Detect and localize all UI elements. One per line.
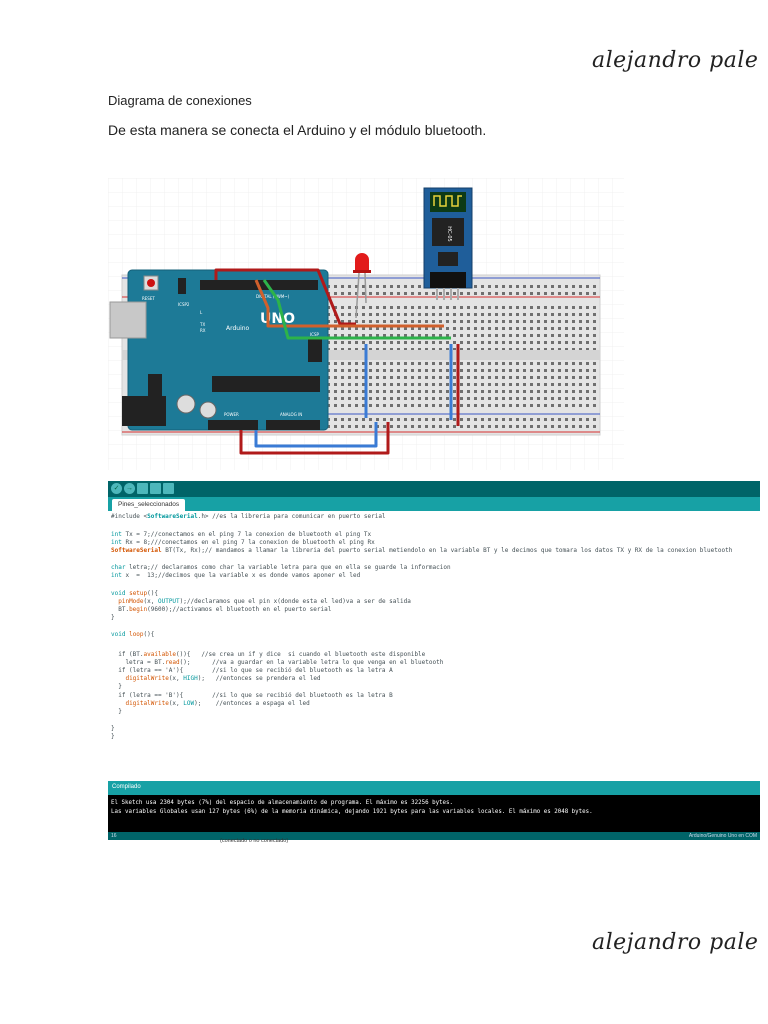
module-label: HC-05: [446, 226, 452, 241]
below-strip: (conectado o no conectado): [108, 838, 760, 848]
led: [353, 253, 371, 319]
section-description: De esta manera se conecta el Arduino y e…: [108, 122, 487, 138]
analog-header: [266, 420, 320, 430]
connection-note: (conectado o no conectado): [220, 838, 289, 844]
code-line: BT.begin(9600);//activamos el bluetooth …: [111, 606, 332, 613]
code-line: #include <SoftwareSerial.h> //es la libr…: [111, 513, 386, 520]
code-line: int Rx = 8;///conectamos en el ping 7 la…: [111, 539, 375, 546]
code-line: pinMode(x, OUTPUT);//declaramos que el p…: [118, 598, 411, 605]
code-line: void loop(){: [111, 631, 155, 638]
ide-tabbar: Pines_seleccionados: [108, 497, 760, 511]
board-brand: Arduino: [226, 325, 250, 332]
code-line: int Tx = 7;//conectamos en el ping 7 la …: [111, 531, 372, 538]
power-label: POWER: [224, 412, 239, 417]
icsp-label: ICSP: [310, 332, 320, 337]
tx-label: TX: [199, 322, 205, 327]
upload-icon[interactable]: →: [124, 483, 135, 494]
tab-pines-seleccionados[interactable]: Pines_seleccionados: [112, 499, 186, 511]
line-number: 16: [111, 833, 117, 839]
l-label: L: [200, 310, 203, 315]
icsp2-label: ICSP2: [178, 302, 190, 307]
status-text: Compilado: [112, 784, 141, 790]
code-line: char letra;// declaramos como char la va…: [111, 564, 451, 571]
signature-bottom: alejandro pale: [592, 930, 759, 955]
code-line: int x = 13;//decimos que la variable x e…: [111, 572, 361, 579]
bluetooth-module: HC-05: [423, 187, 473, 300]
digital-label: DIGITAL (PWM~): [256, 294, 290, 299]
verify-icon[interactable]: ✓: [111, 483, 122, 494]
console-line: El Sketch usa 2304 bytes (7%) del espaci…: [111, 800, 454, 806]
icsp-header: [308, 338, 322, 362]
arduino-ide-screenshot: ✓ → Pines_seleccionados #include <Softwa…: [108, 481, 760, 846]
power-header: [208, 420, 258, 430]
code-line: SoftwareSerial BT(Tx, Rx);// mandamos a …: [111, 547, 733, 554]
code-line: }: [111, 614, 115, 621]
code-line: digitalWrite(x, LOW); //entonces a espag…: [125, 700, 310, 707]
code-line: void setup(){: [111, 590, 158, 597]
console-output: El Sketch usa 2304 bytes (7%) del espaci…: [108, 795, 760, 837]
usb-port: [109, 301, 147, 339]
code-line: letra = BT.read(); //va a guardar en la …: [111, 659, 444, 666]
code-line: if (letra == 'B'){ //si lo que se recibi…: [111, 692, 393, 699]
section-title: Diagrama de conexiones: [108, 93, 252, 108]
save-icon[interactable]: [163, 483, 174, 494]
code-line: }: [111, 708, 122, 715]
new-file-icon[interactable]: [137, 483, 148, 494]
board-port: Arduino/Genuino Uno en COM: [688, 833, 757, 839]
analog-label: ANALOG IN: [280, 412, 302, 417]
code-line: if (letra == 'A'){ //si lo que se recibi…: [111, 667, 393, 674]
code-line: }: [111, 725, 115, 732]
code-line: digitalWrite(x, HIGH); //entonces se pre…: [125, 675, 321, 682]
open-file-icon[interactable]: [150, 483, 161, 494]
chip: [212, 376, 320, 392]
signature-top: alejandro pale: [592, 48, 759, 73]
reset-label: RESET: [142, 296, 155, 301]
ide-toolbar: ✓ →: [108, 481, 760, 497]
ide-footer: 16 Arduino/Genuino Uno en COM: [108, 832, 760, 840]
code-editor[interactable]: #include <SoftwareSerial.h> //es la libr…: [108, 511, 760, 781]
rx-label: RX: [200, 328, 206, 333]
console-line: Las variables Globales usan 127 bytes (6…: [111, 809, 593, 815]
arduino-board: UNO Arduino RESET ICSP2 ICSP TX RX L DIG…: [109, 269, 329, 431]
power-jack: [122, 396, 166, 426]
status-bar: Compilado: [108, 781, 760, 795]
circuit-diagram: UNO Arduino RESET ICSP2 ICSP TX RX L DIG…: [108, 178, 624, 470]
code-line: }: [111, 683, 122, 690]
code-line: if (BT.available()){ //se crea un if y d…: [111, 651, 426, 658]
code-line: }: [111, 733, 115, 740]
wires: [214, 268, 460, 455]
